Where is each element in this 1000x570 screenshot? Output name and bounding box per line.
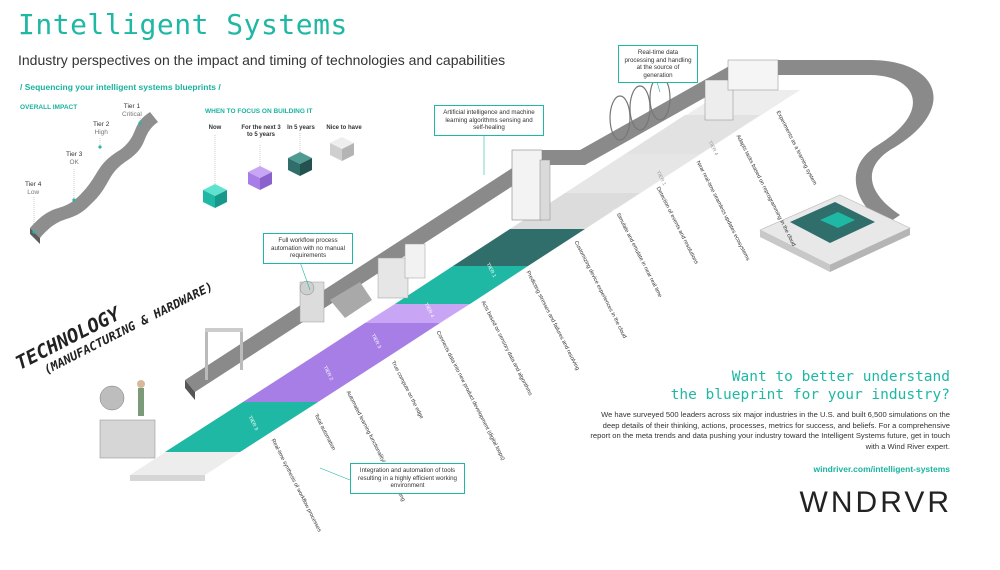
section-label: / Sequencing your intelligent systems bl…	[20, 82, 221, 92]
callout-integration: Integration and automation of tools resu…	[350, 463, 465, 494]
conveyor-belt	[185, 60, 934, 400]
circuit-board	[759, 194, 911, 272]
focus-5-years: In 5 years	[287, 125, 315, 131]
callout-realtime: Real-time data processing and handling a…	[618, 45, 698, 83]
callout-workflow: Full workflow process automation with no…	[263, 233, 353, 264]
focus-nice-to-have: Nice to have	[326, 125, 362, 131]
focus-3-5-years: For the next 3 to 5 years	[241, 125, 281, 138]
cta-heading: Want to better understand the blueprint …	[670, 369, 950, 403]
brand-logo: WNDRVR	[799, 486, 952, 519]
focus-heading: WHEN TO FOCUS ON BUILDING IT	[205, 108, 313, 115]
callout-ai: Artificial intelligence and machine lear…	[434, 105, 544, 136]
focus-cubes	[203, 132, 354, 208]
page-title: Intelligent Systems	[18, 8, 348, 41]
impact-heading: OVERALL IMPACT	[20, 104, 78, 111]
machine-blocks	[99, 59, 779, 459]
focus-now: Now	[208, 125, 222, 131]
page-subtitle: Industry perspectives on the impact and …	[18, 52, 506, 68]
impact-ribbon	[30, 112, 158, 244]
cta-body: We have surveyed 500 leaders across six …	[590, 410, 950, 451]
floor-platform	[130, 90, 800, 481]
cta-link[interactable]: windriver.com/intelligent-systems	[813, 464, 950, 474]
